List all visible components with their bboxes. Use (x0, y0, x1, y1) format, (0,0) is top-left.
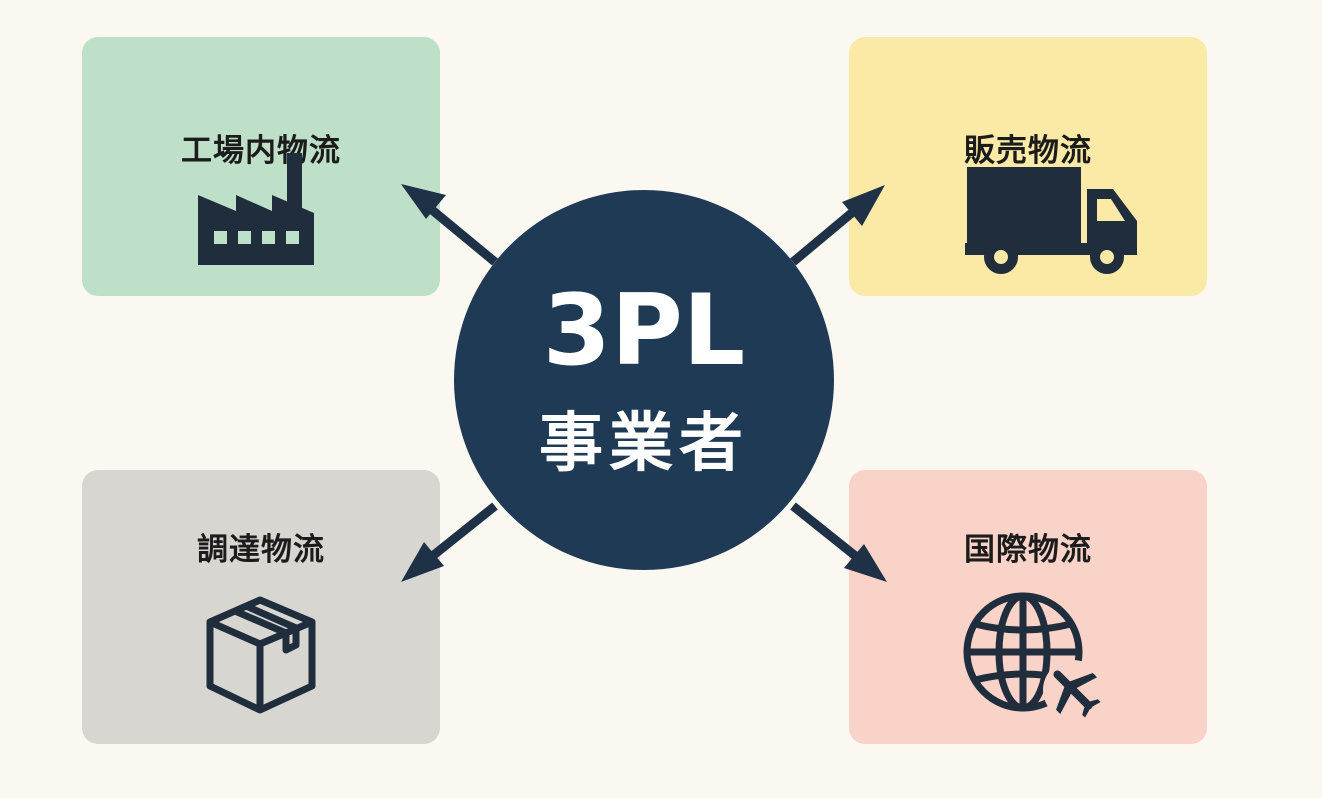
factory-icon (198, 153, 314, 265)
card-title: 調達物流 (197, 532, 325, 568)
card-title: 販売物流 (964, 133, 1092, 169)
arrowhead-sales (842, 185, 885, 226)
hub-label-3pl: 3PL (542, 274, 746, 388)
card-title: 工場内物流 (181, 133, 341, 169)
hub-label-operator: 事業者 (539, 407, 749, 481)
arrowhead-factory (401, 184, 446, 219)
card-sales-logistics: 販売物流 (849, 37, 1207, 296)
box-icon (206, 596, 316, 714)
globe-airplane-icon (963, 592, 1103, 720)
hub-circle: 3PL 事業者 (454, 190, 834, 570)
arrowhead-procurement (401, 542, 444, 582)
card-procurement-logistics: 調達物流 (82, 470, 440, 744)
truck-icon (965, 167, 1137, 274)
card-title: 国際物流 (964, 532, 1092, 568)
arrowhead-international (844, 544, 887, 582)
card-factory-logistics: 工場内物流 (82, 37, 440, 296)
card-international-logistics: 国際物流 (849, 470, 1207, 744)
